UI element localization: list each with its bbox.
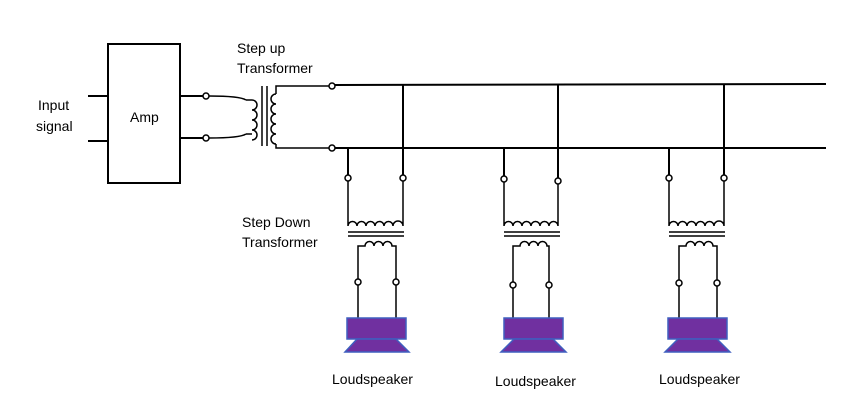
terminal-node	[720, 174, 728, 182]
bus-node-bottom	[328, 144, 336, 152]
step-up-primary-coil	[251, 99, 258, 141]
speaker-magnet	[667, 317, 728, 340]
terminal-node	[554, 177, 562, 185]
terminal-node	[665, 174, 673, 182]
loudspeaker-icon	[499, 317, 568, 353]
step-down-secondary-3	[678, 240, 718, 280]
step-up-label-line2: Transformer	[237, 60, 313, 76]
terminal-node	[713, 279, 721, 287]
amp-box	[107, 43, 181, 184]
speaker-label-2: Loudspeaker	[495, 373, 576, 389]
terminal-node	[354, 278, 362, 286]
terminal-node	[500, 175, 508, 183]
primary-lead-bottom	[208, 133, 247, 139]
step-down-primary-2	[503, 182, 559, 227]
loudspeaker-icon	[663, 317, 732, 353]
speaker-branch-2	[500, 85, 562, 322]
speaker-branch-1	[344, 85, 407, 322]
step-down-label-line1: Step Down	[242, 214, 310, 230]
speaker-cone	[663, 338, 732, 353]
step-down-secondary-2	[512, 240, 550, 282]
speaker-label-3: Loudspeaker	[659, 371, 740, 387]
step-down-primary-1	[347, 181, 404, 227]
speaker-cone	[499, 338, 568, 353]
step-down-primary-3	[668, 181, 725, 227]
loudspeaker-icon	[343, 317, 411, 353]
step-up-transformer	[246, 85, 332, 149]
step-down-secondary-1	[357, 240, 397, 279]
terminal-node	[344, 174, 352, 182]
input-label-line2: signal	[36, 118, 73, 134]
terminal-node	[399, 174, 407, 182]
speaker-branch-3	[665, 85, 728, 322]
amp-label: Amp	[130, 109, 159, 125]
speaker-magnet	[346, 317, 407, 340]
terminal-node	[545, 281, 553, 289]
bus-node-top	[328, 82, 336, 90]
step-up-secondary-top	[275, 85, 332, 94]
speaker-label-1: Loudspeaker	[332, 371, 413, 387]
speaker-cone	[343, 338, 411, 353]
terminal-node	[509, 281, 517, 289]
speaker-magnet	[503, 317, 564, 340]
step-down-label-line2: Transformer	[242, 234, 318, 250]
bus-line-top	[334, 83, 827, 86]
step-up-label-line1: Step up	[237, 40, 285, 56]
step-up-secondary-coil	[270, 93, 277, 145]
terminal-node	[392, 278, 400, 286]
primary-lead-top	[208, 95, 247, 101]
step-up-secondary-bottom	[275, 144, 332, 149]
amp-out-node-bottom	[202, 134, 210, 142]
amp-out-node-top	[202, 92, 210, 100]
input-label-line1: Input	[38, 97, 69, 113]
terminal-node	[675, 279, 683, 287]
